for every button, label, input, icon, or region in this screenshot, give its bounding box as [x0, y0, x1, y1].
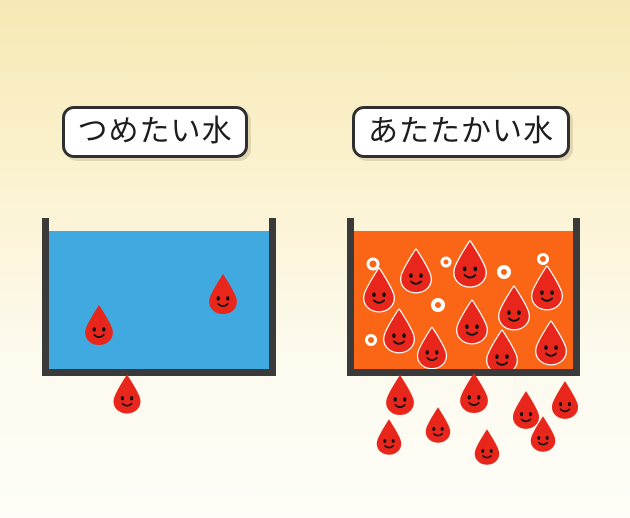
water-droplet-character — [454, 299, 490, 345]
beaker-wall-right — [269, 218, 276, 376]
water-droplet-character — [484, 329, 520, 369]
evaporating-droplet — [510, 390, 542, 429]
label-warm-water-text: あたたかい水 — [368, 114, 554, 149]
evaporating-droplet — [374, 419, 404, 456]
water-bubble — [537, 253, 549, 265]
evaporating-droplet — [528, 416, 558, 453]
cold-water-beaker — [42, 218, 276, 376]
water-droplet-character — [533, 320, 569, 366]
evaporating-droplet — [472, 429, 502, 466]
water-droplet-character — [381, 308, 417, 354]
water-bubble — [431, 298, 445, 312]
beaker-wall-bottom — [42, 369, 276, 376]
water-droplet-character — [206, 273, 240, 315]
label-warm-water: あたたかい水 — [352, 106, 570, 158]
water-droplet-character — [415, 326, 449, 369]
water-droplet-character — [398, 248, 434, 294]
label-cold-water-text: つめたい水 — [77, 114, 233, 149]
water-bubble — [497, 265, 511, 279]
warm-water-contents — [354, 231, 573, 369]
water-bubble — [440, 256, 452, 268]
water-droplet-character — [451, 240, 489, 288]
water-droplet-character — [496, 285, 532, 331]
beaker-wall-left — [42, 218, 49, 376]
label-cold-water: つめたい水 — [62, 106, 248, 158]
evaporating-droplet — [457, 372, 491, 414]
evaporating-droplet — [423, 407, 453, 444]
water-droplet-character — [529, 265, 565, 311]
evaporating-droplet — [111, 374, 144, 414]
beaker-wall-right — [573, 218, 580, 376]
warm-water-beaker — [347, 218, 580, 376]
cold-water-contents — [49, 231, 269, 369]
water-bubble — [366, 257, 380, 271]
beaker-wall-left — [347, 218, 354, 376]
water-bubble — [365, 334, 377, 346]
water-droplet-character — [361, 267, 397, 313]
evaporating-droplet — [383, 374, 417, 416]
evaporating-droplet — [549, 380, 581, 419]
beaker-wall-bottom — [347, 369, 580, 376]
water-droplet-character — [82, 304, 116, 346]
